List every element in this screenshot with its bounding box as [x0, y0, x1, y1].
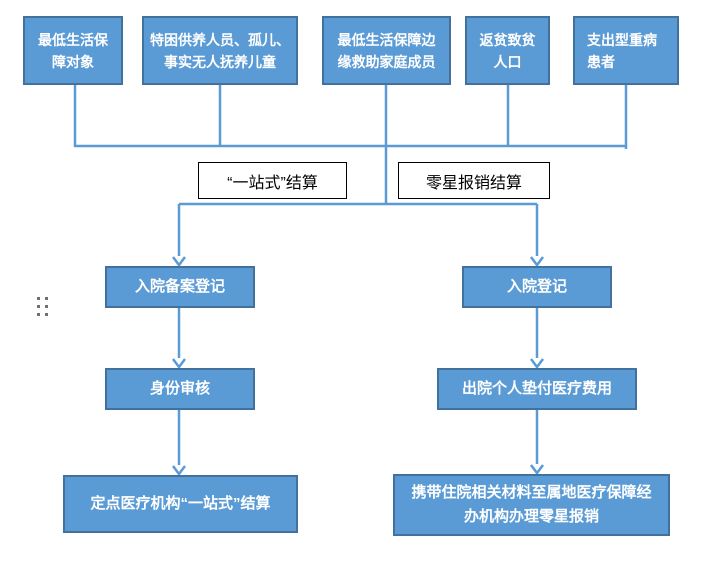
node-one-stop-settlement-at-hospital: 定点医疗机构“一站式”结算: [63, 475, 298, 533]
drag-handle-dots-icon[interactable]: [37, 297, 48, 316]
dot: [37, 313, 40, 316]
node-returned-poverty: 返贫致贫 人口: [465, 16, 550, 85]
label-one-stop-settlement: “一站式”结算: [198, 162, 347, 199]
node-dibao-edge-members: 最低生活保障边 缘救助家庭成员: [322, 16, 451, 85]
dot: [45, 313, 48, 316]
node-tekun-orphans: 特困供养人员、孤儿、 事实无人抚养儿童: [142, 16, 298, 85]
dot: [37, 297, 40, 300]
node-identity-review: 身份审核: [105, 368, 255, 410]
node-expenditure-serious-illness: 支出型重病 患者: [573, 16, 679, 85]
label-sporadic-reimbursement: 零星报销结算: [398, 162, 550, 199]
dot: [45, 297, 48, 300]
dot: [45, 305, 48, 308]
node-sporadic-reimbursement-process: 携带住院相关材料至属地医疗保障经 办机构办理零星报销: [393, 474, 670, 536]
dot: [37, 305, 40, 308]
node-lowest-living-security: 最低生活保 障对象: [23, 16, 123, 85]
node-admission-registration: 入院登记: [462, 266, 612, 308]
node-admission-filing: 入院备案登记: [105, 266, 255, 308]
node-discharge-self-payment: 出院个人垫付医疗费用: [437, 368, 637, 410]
